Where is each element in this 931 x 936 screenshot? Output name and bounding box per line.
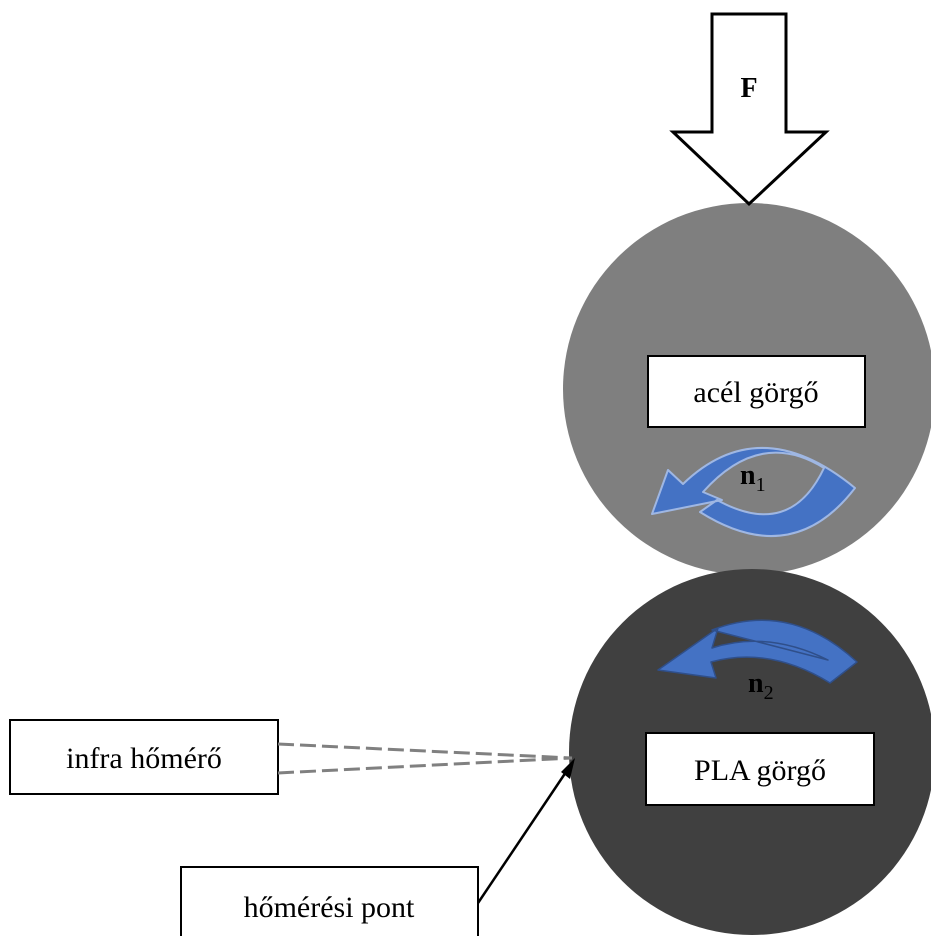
pla-roller-label-box: [645, 732, 875, 806]
pla-roller-speed-symbol: n: [748, 668, 764, 699]
pla-roller-label: PLA görgő: [694, 754, 826, 787]
infrared-thermometer-label: infra hőmérő: [66, 742, 222, 775]
steel-roller-label: acél görgő: [693, 376, 818, 409]
force-label: F: [740, 73, 757, 104]
measurement-point-box: [180, 866, 479, 936]
steel-roller-speed-symbol: n: [740, 460, 756, 491]
infrared-sight-line-lower: [277, 756, 573, 775]
steel-roller-speed-subscript: 1: [756, 474, 766, 496]
pla-roller-rotation-arrow: [657, 619, 858, 684]
steel-roller-rotation-arrow: [651, 447, 856, 537]
pla-roller-speed-label: n2: [748, 668, 774, 704]
infrared-thermometer-box: [9, 719, 279, 795]
infrared-sight-line-upper: [277, 742, 573, 760]
pla-roller-speed-subscript: 2: [764, 682, 774, 704]
measurement-point-label: hőmérési pont: [244, 891, 415, 924]
measurement-point-arrowhead: [561, 758, 575, 779]
steel-roller-label-box: [647, 355, 866, 428]
steel-roller-speed-label: n1: [740, 460, 766, 496]
measurement-point-arrow-line: [476, 771, 568, 904]
force-arrow: [669, 12, 830, 207]
